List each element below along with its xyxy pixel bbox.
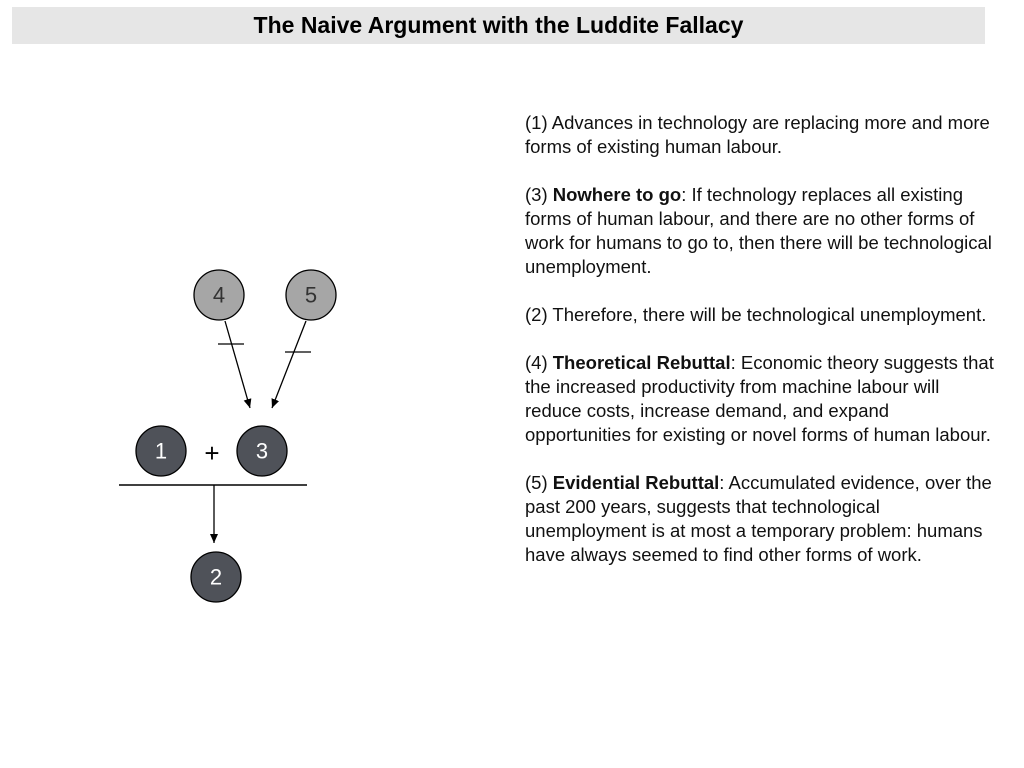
node-5-circle	[285, 269, 337, 321]
node-3-label: 3	[256, 439, 268, 464]
rebuttal-arrow-4	[224, 320, 252, 409]
statement-text: Advances in technology are replacing mor…	[525, 112, 990, 157]
statements-panel: (1) Advances in technology are replacing…	[525, 111, 995, 591]
statement-heading: Theoretical Rebuttal	[552, 352, 731, 373]
statement-number: (5)	[525, 472, 553, 493]
node-5: 5	[285, 269, 337, 321]
statement-text: Therefore, there will be technological u…	[552, 304, 987, 325]
statement-text: : Accumulated evidence, over the past 20…	[525, 472, 992, 565]
statement-3: (3) Nowhere to go: If technology replace…	[525, 183, 995, 279]
statement-heading: Evidential Rebuttal	[552, 472, 720, 493]
node-3: 3	[236, 425, 288, 477]
node-1-label: 1	[155, 439, 167, 464]
plus-sign: +	[204, 438, 219, 468]
statement-text: : Economic theory suggests that the incr…	[525, 352, 994, 445]
node-2: 2	[190, 551, 242, 603]
node-2-label: 2	[210, 565, 222, 590]
statement-number: (1)	[525, 112, 552, 133]
node-2-circle	[190, 551, 242, 603]
statement-text: : If technology replaces all existing fo…	[525, 184, 992, 277]
statement-1: (1) Advances in technology are replacing…	[525, 111, 995, 159]
node-1: 1	[135, 425, 187, 477]
node-4-label: 4	[213, 283, 225, 308]
argument-diagram: 4 5 1 + 3 2	[119, 269, 337, 603]
node-1-circle	[135, 425, 187, 477]
statement-number: (2)	[525, 304, 553, 325]
statement-4: (4) Theoretical Rebuttal: Economic theor…	[525, 351, 995, 447]
node-5-label: 5	[305, 283, 317, 308]
node-3-circle	[236, 425, 288, 477]
statement-heading: Nowhere to go	[552, 184, 682, 205]
title-bar: The Naive Argument with the Luddite Fall…	[12, 7, 985, 44]
page-title: The Naive Argument with the Luddite Fall…	[253, 12, 744, 38]
node-4: 4	[193, 269, 245, 321]
statement-5: (5) Evidential Rebuttal: Accumulated evi…	[525, 471, 995, 567]
statement-2: (2) Therefore, there will be technologic…	[525, 303, 995, 327]
node-4-circle	[193, 269, 245, 321]
rebuttal-arrow-5	[271, 320, 307, 409]
statement-number: (4)	[525, 352, 553, 373]
statement-number: (3)	[525, 184, 553, 205]
